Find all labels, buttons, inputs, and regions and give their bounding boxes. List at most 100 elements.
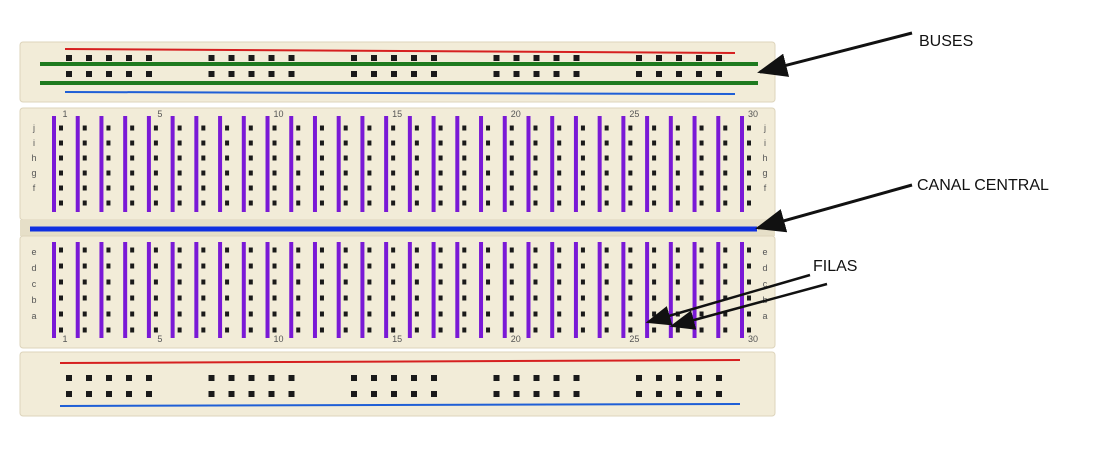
terminal-hole: [604, 327, 609, 333]
bus-hole: [248, 391, 255, 397]
terminal-hole: [319, 263, 324, 269]
bus-hole: [391, 375, 397, 381]
terminal-hole: [533, 263, 538, 269]
bottom-red-rail-line: [59, 359, 741, 364]
bus-hole: [716, 375, 722, 381]
bus-hole: [553, 375, 560, 381]
terminal-hole: [675, 279, 680, 285]
terminal-hole: [699, 311, 704, 317]
terminal-hole: [723, 263, 728, 269]
terminal-hole: [509, 125, 514, 131]
bus-hole: [493, 375, 500, 381]
terminal-hole: [509, 279, 514, 285]
terminal-hole: [391, 279, 396, 285]
terminal-hole: [557, 125, 562, 131]
terminal-hole: [343, 125, 348, 131]
terminal-hole: [225, 170, 230, 176]
terminal-hole: [59, 295, 63, 301]
terminal-hole: [296, 185, 301, 191]
terminal-hole: [367, 327, 372, 333]
terminal-hole: [225, 185, 230, 191]
terminal-hole: [557, 247, 562, 253]
row-letter: f: [764, 183, 767, 193]
bus-hole: [288, 375, 295, 381]
terminal-hole: [82, 247, 87, 253]
terminal-hole: [747, 170, 751, 176]
bus-hole: [106, 55, 112, 61]
terminal-hole: [319, 185, 324, 191]
terminal-hole: [604, 247, 609, 253]
terminal-hole: [723, 185, 728, 191]
terminal-hole: [367, 155, 372, 161]
bus-hole: [553, 391, 560, 397]
bus-hole: [716, 55, 722, 61]
terminal-hole: [296, 247, 301, 253]
terminal-hole: [201, 185, 206, 191]
bus-hole: [371, 375, 377, 381]
terminal-hole: [130, 125, 135, 131]
terminal-hole: [414, 263, 419, 269]
terminal-hole: [675, 140, 680, 146]
terminal-hole: [533, 327, 538, 333]
bus-hole: [533, 391, 540, 397]
terminal-hole: [59, 185, 63, 191]
terminal-hole: [82, 155, 87, 161]
terminal-hole: [699, 155, 704, 161]
bus-hole: [86, 391, 92, 397]
holes-layer: [59, 55, 751, 397]
bus-hole: [208, 71, 215, 77]
terminal-hole: [343, 170, 348, 176]
terminal-hole: [343, 295, 348, 301]
terminal-hole: [296, 140, 301, 146]
row-letter: d: [762, 263, 767, 273]
terminal-hole: [248, 140, 253, 146]
terminal-hole: [201, 200, 206, 206]
bus-hole: [716, 391, 722, 397]
terminal-hole: [628, 185, 633, 191]
bus-hole: [248, 375, 255, 381]
terminal-hole: [580, 279, 585, 285]
terminal-hole: [557, 140, 562, 146]
bus-hole: [411, 391, 417, 397]
terminal-hole: [509, 185, 514, 191]
bus-hole: [208, 391, 215, 397]
bus-hole: [288, 55, 295, 61]
terminal-hole: [533, 155, 538, 161]
terminal-hole: [177, 247, 182, 253]
terminal-hole: [225, 311, 230, 317]
terminal-hole: [272, 279, 277, 285]
terminal-hole: [604, 263, 609, 269]
terminal-hole: [225, 140, 230, 146]
terminal-hole: [367, 263, 372, 269]
bus-hole: [268, 391, 275, 397]
terminal-hole: [130, 327, 135, 333]
terminal-hole: [59, 125, 63, 131]
terminal-hole: [628, 155, 633, 161]
terminal-hole: [438, 263, 443, 269]
terminal-hole: [319, 200, 324, 206]
terminal-hole: [604, 295, 609, 301]
terminal-hole: [628, 140, 633, 146]
terminal-hole: [130, 140, 135, 146]
terminal-hole: [153, 140, 158, 146]
bus-hole: [513, 391, 520, 397]
terminal-hole: [319, 295, 324, 301]
terminal-hole: [106, 185, 111, 191]
bus-hole: [126, 391, 132, 397]
terminal-hole: [59, 170, 63, 176]
bus-hole: [126, 55, 132, 61]
terminal-hole: [557, 295, 562, 301]
row-letter: i: [764, 138, 766, 148]
bus-hole: [716, 71, 722, 77]
terminal-hole: [391, 125, 396, 131]
terminal-hole: [675, 263, 680, 269]
terminal-hole: [130, 263, 135, 269]
terminal-hole: [509, 327, 514, 333]
terminal-hole: [699, 295, 704, 301]
terminal-hole: [391, 327, 396, 333]
terminal-hole: [272, 125, 277, 131]
bus-hole: [351, 71, 357, 77]
terminal-hole: [557, 200, 562, 206]
terminal-hole: [675, 327, 680, 333]
